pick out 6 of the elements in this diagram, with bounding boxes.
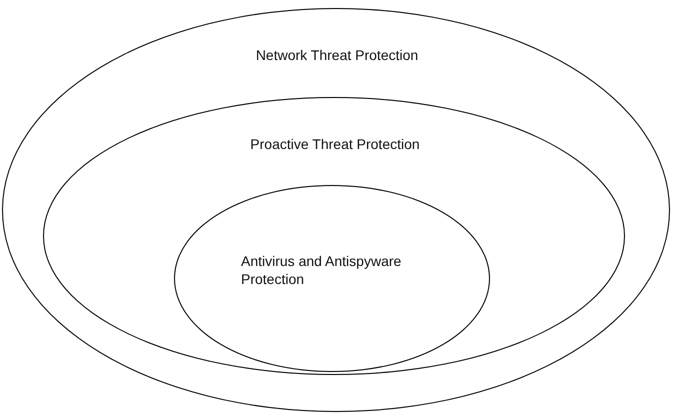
region-label: Antivirus and Antispyware Protection [241, 252, 402, 288]
region-label: Proactive Threat Protection [249, 135, 421, 153]
oval-region [174, 185, 490, 372]
oval-region [43, 97, 625, 375]
oval-region [2, 8, 670, 412]
region-label: Network Threat Protection [254, 46, 420, 64]
